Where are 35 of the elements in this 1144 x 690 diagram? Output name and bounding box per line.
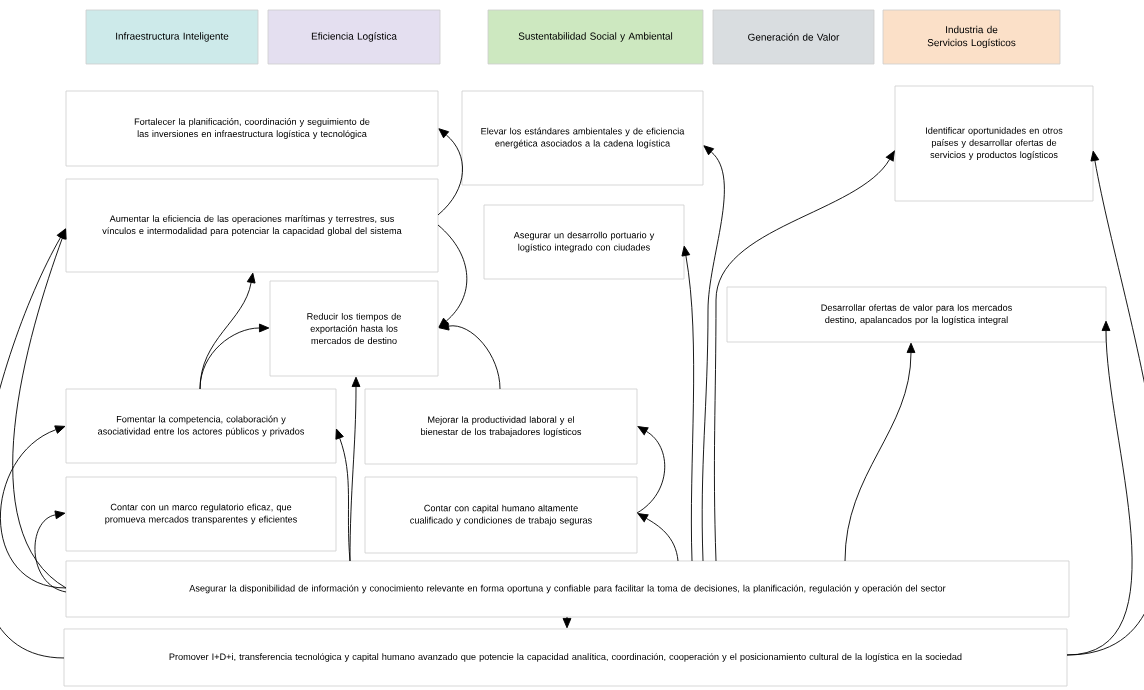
- objective-box: Aumentar la eficiencia de las operaciones marítimas y terrestres, sus vínculos e intermodalidad para potenciar la capacidad global del sistema: [65, 178, 439, 273]
- arrow: [335, 428, 351, 562]
- arrow: [637, 513, 679, 562]
- objective-box: Reducir los tiempos de exportación hasta los mercados de destino: [269, 280, 439, 377]
- objective-box: Asegurar un desarrollo portuario y logístico integrado con ciudades: [483, 204, 685, 280]
- objective-box: Contar con capital humano altamente cualificado y condiciones de trabajo seguras: [364, 476, 638, 554]
- arrow: [349, 376, 361, 562]
- arrow: [701, 145, 725, 562]
- objective-box: Elevar los estándares ambientales y de eficiencia energética asociados a la cadena logística: [461, 90, 704, 186]
- arrow: [199, 323, 270, 390]
- arrow: [0, 425, 67, 589]
- objective-box: Desarrollar ofertas de valor para los mercados destino, apalancados por la logística integral: [726, 286, 1107, 343]
- objective-box: Fortalecer la planificación, coordinación y seguimiento de las inversiones en infraestructura logística y tecnológica: [65, 90, 439, 167]
- category-header: Industria de Servicios Logísticos: [882, 9, 1061, 65]
- arrow: [437, 128, 463, 216]
- objective-box: Asegurar la disponibilidad de información y conocimiento relevante en forma oportuna y confiable para facilitar la toma de decisiones, la planificación, regulación y operación del sector: [65, 560, 1070, 618]
- arrow: [437, 224, 468, 328]
- category-header: Eficiencia Logística: [267, 9, 441, 65]
- arrow: [636, 426, 666, 514]
- arrow: [562, 616, 572, 629]
- arrow: [713, 150, 895, 562]
- arrow: [681, 245, 695, 562]
- arrow: [1066, 320, 1133, 656]
- objective-box: Fomentar la competencia, colaboración y asociatividad entre los actores públicos y privados: [65, 388, 337, 464]
- category-header: Infraestructura Inteligente: [85, 9, 259, 65]
- arrow: [34, 510, 67, 593]
- objective-box: Contar con un marco regulatorio eficaz, que promueva mercados transparentes y eficientes: [65, 476, 337, 552]
- arrow: [0, 228, 66, 659]
- category-header: Generación de Valor: [712, 9, 875, 65]
- arrow: [438, 321, 501, 390]
- category-header: Sustentabilidad Social y Ambiental: [487, 9, 704, 65]
- objective-box: Promover I+D+i, transferencia tecnológica y capital humano avanzado que potencie la capacidad analítica, coordinación, cooperación y el posicionamiento cultural de la logística en la sociedad: [63, 628, 1068, 687]
- objective-box: Identificar oportunidades en otros países y desarrollar ofertas de servicios y productos logísticos: [894, 85, 1094, 202]
- objective-box: Mejorar la productividad laboral y el bienestar de los trabajadores logísticos: [364, 388, 638, 465]
- arrow: [844, 342, 916, 562]
